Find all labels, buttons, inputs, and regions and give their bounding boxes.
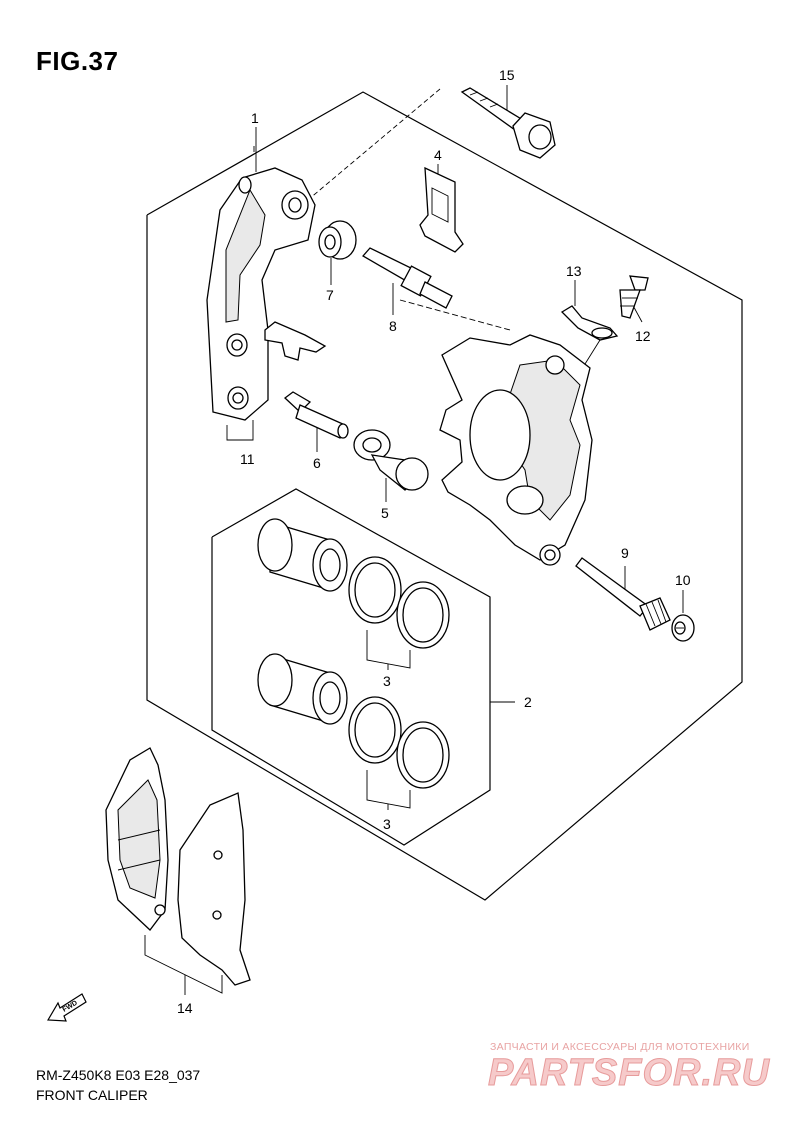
part-label-3-upper: 3 <box>383 673 391 689</box>
piston-seals-lower <box>348 696 450 789</box>
piston-lower <box>257 653 348 725</box>
part-label-10: 10 <box>675 572 691 588</box>
piston-upper <box>257 518 348 592</box>
caliper-body <box>439 334 593 566</box>
brake-pad-right <box>177 792 251 986</box>
bleeder-part-12 <box>619 275 649 319</box>
piston-seals-upper <box>348 556 450 649</box>
part-label-11: 11 <box>240 451 255 467</box>
bolt-part-15 <box>460 87 556 159</box>
part-label-7: 7 <box>326 287 334 303</box>
part-label-14: 14 <box>177 1000 193 1016</box>
part-label-6: 6 <box>313 455 321 471</box>
watermark-brand: PARTSFOR.RU <box>488 1052 770 1095</box>
pad-clip-part-11 <box>264 321 327 361</box>
part-label-3-lower: 3 <box>383 816 391 832</box>
part-label-13: 13 <box>566 263 582 279</box>
clip-part-13 <box>560 305 619 341</box>
boot-part-7 <box>318 220 357 260</box>
slide-pin-part-9 <box>575 557 671 631</box>
part-label-9: 9 <box>621 545 629 561</box>
part-number-labels: 1 2 3 3 4 5 6 7 8 9 10 11 12 13 14 15 <box>177 67 691 1016</box>
figure-title: FIG.37 <box>36 46 119 76</box>
part-label-12: 12 <box>635 328 651 344</box>
part-label-2: 2 <box>524 694 532 710</box>
forward-arrow-icon: FWD <box>46 993 87 1022</box>
part-label-15: 15 <box>499 67 515 83</box>
part-label-8: 8 <box>389 318 397 334</box>
pin-bolt-part-6 <box>283 391 349 439</box>
brake-pad-left <box>105 747 169 931</box>
assembly-boundary <box>146 91 743 901</box>
pad-spring-part-4 <box>419 166 464 253</box>
watermark-tagline: ЗАПЧАСТИ И АКСЕССУАРЫ ДЛЯ МОТОТЕХНИКИ <box>490 1041 750 1053</box>
diagram-code: RM-Z450K8 E03 E28_037 <box>36 1067 201 1083</box>
part-label-5: 5 <box>381 505 389 521</box>
bracket-part-1 <box>206 167 316 421</box>
part-label-4: 4 <box>434 147 442 163</box>
plug-part-10 <box>671 614 695 642</box>
part-label-1: 1 <box>251 110 259 126</box>
subassembly-boundary <box>211 488 491 846</box>
pin-part-5 <box>353 429 429 491</box>
diagram-caption: FRONT CALIPER <box>36 1087 148 1103</box>
slide-pin-part-8 <box>361 247 453 309</box>
